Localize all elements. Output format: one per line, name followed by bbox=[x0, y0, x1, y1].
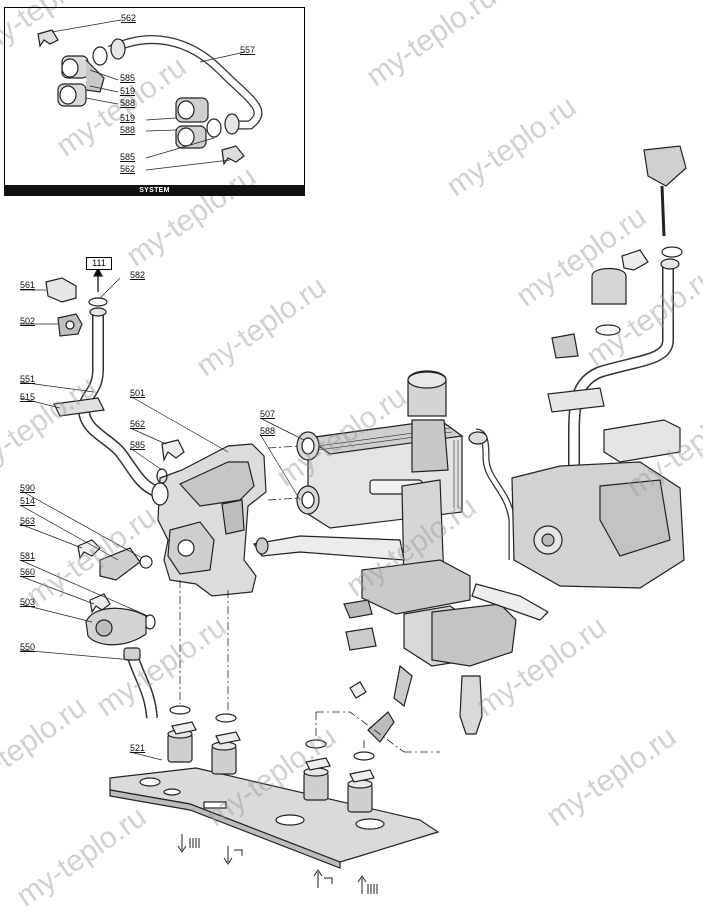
callout-501: 501 bbox=[130, 388, 146, 398]
flow-symbols bbox=[177, 834, 378, 894]
callout-582: 582 bbox=[130, 270, 146, 280]
center-valve-stack bbox=[252, 370, 549, 743]
callout-590: 590 bbox=[20, 483, 36, 493]
callout-502: 502 bbox=[20, 316, 36, 326]
callout-521: 521 bbox=[130, 743, 146, 753]
callout-562: 562 bbox=[121, 13, 137, 23]
system-inset-frame bbox=[4, 7, 305, 195]
callout-519: 519 bbox=[120, 86, 136, 96]
left-assembly bbox=[45, 266, 267, 719]
callout-519: 519 bbox=[120, 113, 136, 123]
callout-557: 557 bbox=[240, 45, 256, 55]
callout-560: 560 bbox=[20, 567, 36, 577]
callout-581: 581 bbox=[20, 551, 36, 561]
inset-parts bbox=[37, 29, 263, 166]
callout-588: 588 bbox=[120, 98, 136, 108]
callout-507: 507 bbox=[260, 409, 276, 419]
inset-leaders bbox=[51, 19, 246, 171]
callout-561: 561 bbox=[20, 280, 36, 290]
callout-588: 588 bbox=[120, 125, 136, 135]
callout-562: 562 bbox=[120, 164, 136, 174]
callout-563: 563 bbox=[20, 516, 36, 526]
callout-585: 585 bbox=[120, 152, 136, 162]
callout-503: 503 bbox=[20, 597, 36, 607]
base-plate bbox=[109, 705, 440, 869]
inset-caption: SYSTEM bbox=[4, 185, 305, 196]
callout-585: 585 bbox=[130, 440, 146, 450]
callout-515: 515 bbox=[20, 392, 36, 402]
leader-lines bbox=[19, 277, 305, 761]
assembly-lines bbox=[179, 445, 440, 753]
callout-550: 550 bbox=[20, 642, 36, 652]
reference-box-111: 111 bbox=[86, 257, 112, 270]
callout-514: 514 bbox=[20, 496, 36, 506]
right-assembly bbox=[511, 145, 687, 589]
callout-588: 588 bbox=[260, 426, 276, 436]
callout-585: 585 bbox=[120, 73, 136, 83]
callout-551: 551 bbox=[20, 374, 36, 384]
callout-562: 562 bbox=[130, 419, 146, 429]
